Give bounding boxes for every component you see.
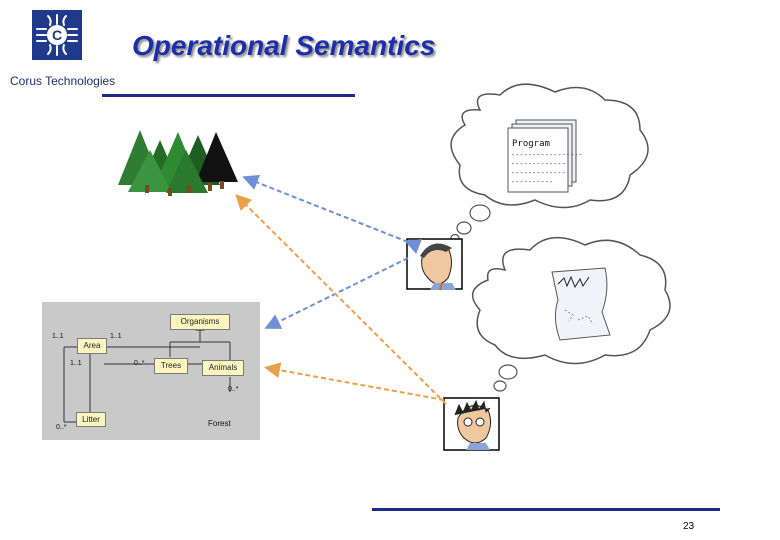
program-line: ------------- bbox=[511, 160, 566, 168]
logo-mark-icon: C bbox=[36, 14, 78, 56]
multiplicity-label: 1..1 bbox=[52, 333, 64, 340]
thought-cloud-program bbox=[450, 83, 649, 243]
program-label: Program bbox=[512, 139, 550, 149]
forest-label: Forest bbox=[208, 419, 231, 428]
arrow-program-to-forest bbox=[242, 174, 423, 254]
person-modeler-icon bbox=[443, 397, 500, 451]
forest-illustration-icon bbox=[118, 130, 238, 196]
multiplicity-label: 0..* bbox=[56, 424, 67, 431]
arrow-modeler-to-forest bbox=[235, 194, 447, 405]
multiplicity-label: 0..* bbox=[134, 360, 145, 367]
corus-logo: C bbox=[32, 10, 82, 60]
thought-cloud-model bbox=[471, 236, 671, 392]
multiplicity-label: 1..1 bbox=[70, 360, 82, 367]
program-line: ---------- bbox=[511, 178, 553, 186]
page-number: 23 bbox=[683, 521, 695, 532]
footer-rule bbox=[372, 508, 720, 511]
program-line: ----------------- bbox=[511, 151, 583, 159]
uml-class-organisms: Organisms bbox=[170, 314, 230, 330]
uml-class-area: Area bbox=[77, 338, 107, 354]
company-name: Corus Technologies bbox=[10, 74, 116, 88]
title-rule bbox=[102, 94, 355, 97]
uml-class-trees: Trees bbox=[154, 358, 188, 374]
slide-title: Operational Semantics bbox=[132, 30, 436, 61]
uml-class-animals: Animals bbox=[202, 360, 244, 376]
arrow-program-to-model bbox=[264, 257, 409, 329]
program-line: ------------- bbox=[511, 169, 566, 177]
multiplicity-label: 0..* bbox=[228, 386, 239, 393]
logo-letter: C bbox=[52, 27, 62, 43]
multiplicity-label: 1..1 bbox=[110, 333, 122, 340]
uml-class-litter: Litter bbox=[76, 412, 106, 427]
uml-diagram: Organisms Area Trees Animals Litter 1..1… bbox=[42, 302, 260, 440]
person-programmer-icon bbox=[406, 238, 463, 291]
arrow-modeler-to-model bbox=[264, 362, 445, 401]
